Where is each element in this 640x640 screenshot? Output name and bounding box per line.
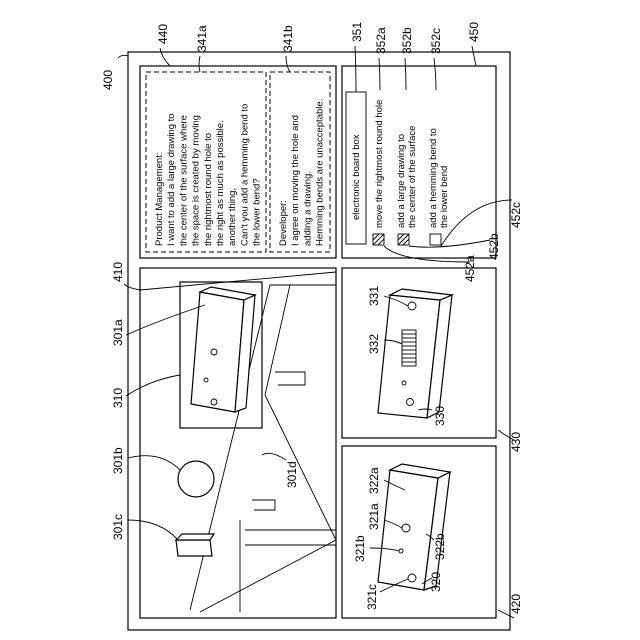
comment-line: another thing, xyxy=(227,188,238,246)
ref-430: 430 xyxy=(509,432,523,452)
ref-352c: 352c xyxy=(429,28,443,54)
dev-comment: Developer:I agree on moving the hole and… xyxy=(278,99,326,246)
ref-321c: 321c xyxy=(365,584,379,610)
ref-452b: 452b xyxy=(487,233,501,260)
comment-line: adding a drawing. xyxy=(302,171,313,246)
ref-322b: 322b xyxy=(433,533,447,560)
ref-440: 440 xyxy=(156,24,170,44)
comment-line: the center of the surface where xyxy=(178,115,189,246)
check-item-2-line-1: add a large drawing to xyxy=(396,134,407,228)
ref-410: 410 xyxy=(111,262,125,282)
ref-301d: 301d xyxy=(285,461,299,488)
comment-line: Developer: xyxy=(278,200,289,246)
target-box xyxy=(191,287,255,412)
ref-332: 332 xyxy=(367,334,381,354)
small-box xyxy=(176,534,214,556)
comment-line: the space is created by moving xyxy=(191,115,202,246)
ref-452a: 452a xyxy=(463,255,477,282)
ref-420: 420 xyxy=(509,594,523,614)
pm-comment-text: Product Management:I want to add a large… xyxy=(154,104,263,246)
box-330 xyxy=(378,289,452,418)
round-object xyxy=(178,461,214,497)
ref-301b: 301b xyxy=(111,447,125,474)
comment-line: Can't you add a hemming bend to xyxy=(239,104,250,246)
ref-321a: 321a xyxy=(367,503,381,530)
checklist-panel xyxy=(342,66,496,258)
shelf-edge xyxy=(140,272,336,290)
ref-322a: 322a xyxy=(367,467,381,494)
ref-341b: 341b xyxy=(281,25,295,52)
comment-line: I want to add a large drawing to xyxy=(166,113,177,246)
pm-comment: Product Management:I want to add a large… xyxy=(154,104,263,246)
comment-line: Product Management: xyxy=(154,153,165,246)
ref-301a: 301a xyxy=(111,319,125,346)
comment-line: the lower bend? xyxy=(252,178,263,246)
ref-331: 331 xyxy=(367,286,381,306)
check-item-2-line-2: the center of the surface xyxy=(407,126,418,228)
check-item-3-line-2: the lower bend xyxy=(439,166,450,228)
check-item-1-line-1: move the rightmost round hole xyxy=(374,100,385,228)
comment-line: Hemming bends are unacceptable. xyxy=(315,99,326,246)
ref-341a: 341a xyxy=(195,25,209,52)
checkbox-move-hole[interactable] xyxy=(373,234,384,245)
ref-452c: 452c xyxy=(509,202,523,228)
checkbox-hemming-bend[interactable] xyxy=(430,234,441,245)
ref-352b: 352b xyxy=(400,27,414,54)
box-320 xyxy=(378,464,450,590)
ref-330: 330 xyxy=(433,406,447,426)
comment-line: I agree on moving the hole and xyxy=(290,115,301,246)
ref-310: 310 xyxy=(111,388,125,408)
ref-351: 351 xyxy=(350,22,364,42)
dev-comment-text: Developer:I agree on moving the hole and… xyxy=(278,99,326,246)
ref-352a: 352a xyxy=(374,27,388,54)
ref-400: 400 xyxy=(101,70,115,90)
comment-line: the rightmost round hole to xyxy=(203,133,214,246)
ref-301c: 301c xyxy=(111,514,125,540)
comment-line: the right as much as possible. xyxy=(215,120,226,246)
checklist-title: electronic board box xyxy=(351,134,362,220)
check-item-3-line-1: add a hemming bend to xyxy=(428,128,439,228)
ref-450: 450 xyxy=(467,22,481,42)
ref-320: 320 xyxy=(429,572,443,592)
checkbox-add-drawing[interactable] xyxy=(398,234,409,245)
ref-321b: 321b xyxy=(353,535,367,562)
